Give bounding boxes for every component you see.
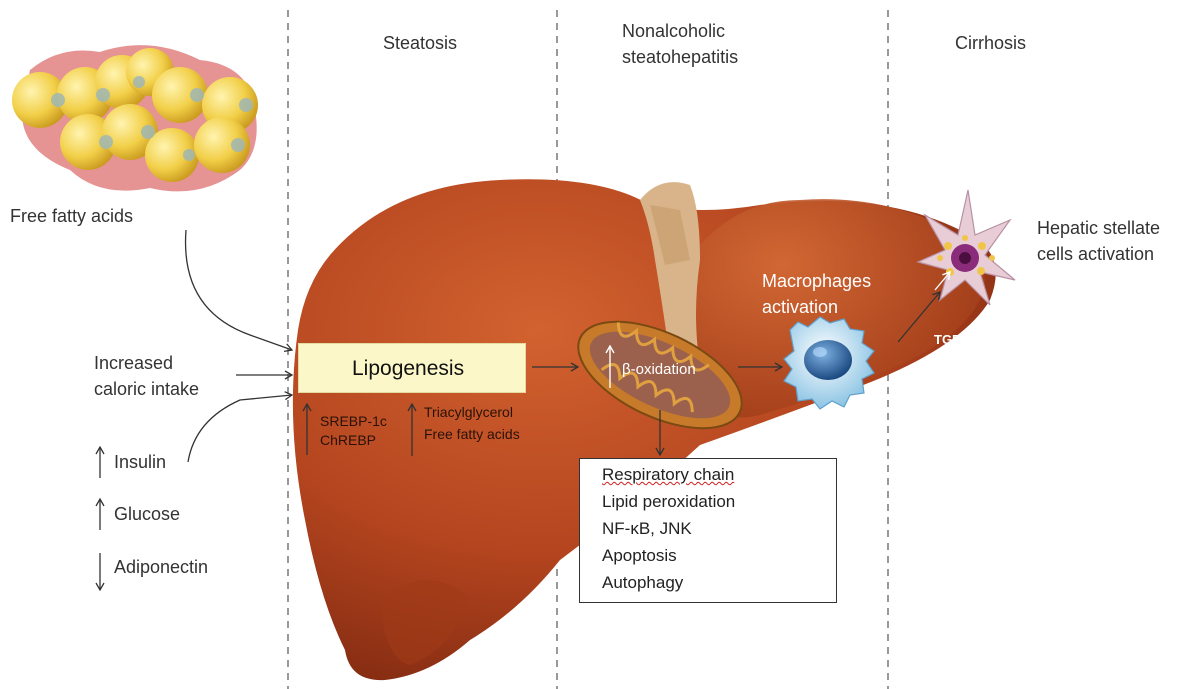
insulin-label: Insulin <box>114 451 166 474</box>
cytokines-line2: PDGF <box>934 350 970 366</box>
products-line2: Free fatty acids <box>424 426 520 444</box>
macrophage-illustration <box>784 317 874 409</box>
stage-cirrhosis: Cirrhosis <box>955 32 1026 55</box>
free-fatty-acids-label: Free fatty acids <box>10 205 133 228</box>
caloric-intake-line1: Increased <box>94 352 173 375</box>
regulators-line2: ChREBP <box>320 432 376 450</box>
effect-item-text: Lipid peroxidation <box>602 492 735 511</box>
regulators-line1: SREBP-1c <box>320 413 387 431</box>
effect-item: Apoptosis <box>602 546 677 566</box>
beta-oxidation-label: β-oxidation <box>622 361 696 380</box>
macrophage-label-line1: Macrophages <box>762 270 871 293</box>
ffa-to-lipogenesis-arrow <box>186 230 292 350</box>
stage-nash-line1: Nonalcoholic <box>622 20 725 43</box>
lipogenesis-label: Lipogenesis <box>352 356 464 382</box>
effect-item: Lipid peroxidation <box>602 492 735 512</box>
caloric-intake-line2: caloric intake <box>94 378 199 401</box>
stellate-label-line1: Hepatic stellate <box>1037 217 1160 240</box>
products-line1: Triacylglycerol <box>424 404 513 422</box>
cytokines-line1: TGF-β, <box>934 332 976 348</box>
stage-steatosis: Steatosis <box>383 32 457 55</box>
macrophage-label-line2: activation <box>762 296 838 319</box>
glucose-label: Glucose <box>114 503 180 526</box>
stage-nash-line2: steatohepatitis <box>622 46 738 69</box>
adiponectin-label: Adiponectin <box>114 556 208 579</box>
liver-illustration <box>293 179 996 680</box>
effect-item: NF-κB, JNK <box>602 519 692 539</box>
insulin-to-lipogenesis-arrow <box>188 395 292 462</box>
effect-item: Respiratory chain <box>602 465 734 485</box>
stellate-label-line2: cells activation <box>1037 243 1154 266</box>
effect-item: Autophagy <box>602 573 683 593</box>
fat-cells-illustration <box>12 45 258 191</box>
